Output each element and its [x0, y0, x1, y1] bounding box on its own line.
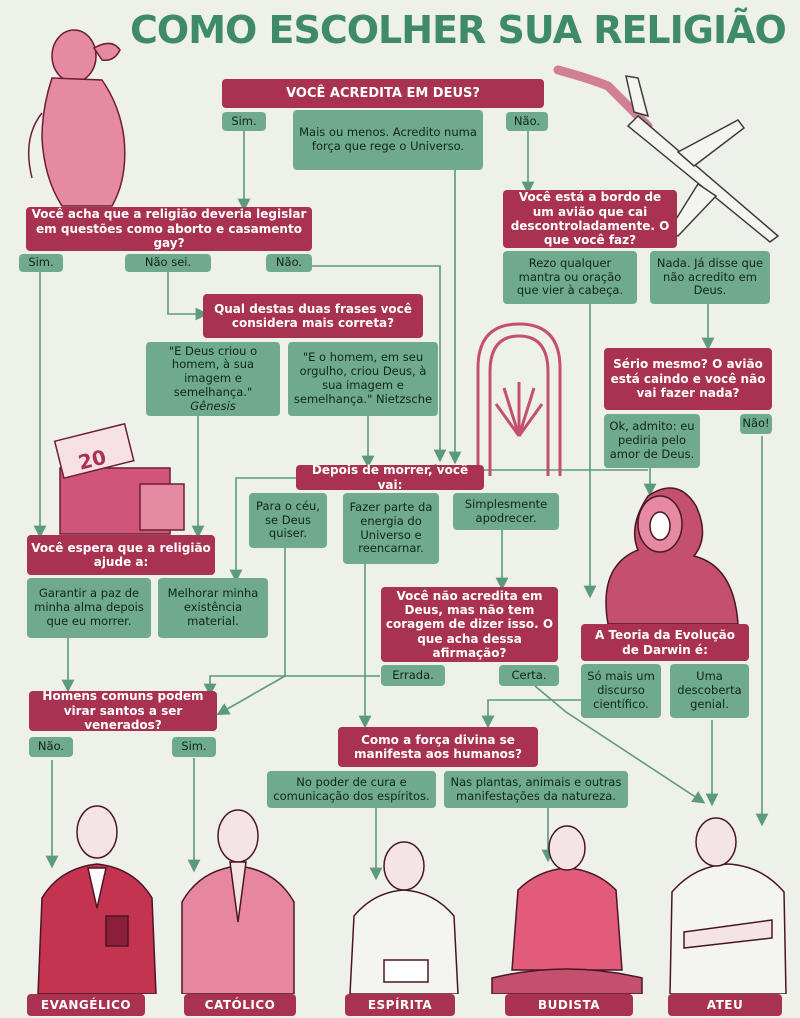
- answer-help-peace-of-soul[interactable]: Garantir a paz de minha alma depois que …: [27, 578, 151, 638]
- answer-plane-nothing[interactable]: Nada. Já disse que não acredito em Deus.: [650, 251, 770, 304]
- question-no-courage: Você não acredita em Deus, mas não tem c…: [381, 587, 558, 662]
- result-ateu: ATEU: [668, 994, 782, 1016]
- question-believe-in-god: VOCÊ ACREDITA EM DEUS?: [222, 79, 544, 108]
- answer-darwin-discourse[interactable]: Só mais um discurso científico.: [581, 664, 661, 718]
- answer-believe-no[interactable]: Não.: [506, 112, 548, 131]
- question-after-death: Depois de morrer, você vai:: [296, 463, 484, 492]
- answer-believe-more-or-less[interactable]: Mais ou menos. Acredito numa força que r…: [293, 110, 483, 170]
- result-evangelico: EVANGÉLICO: [27, 994, 145, 1016]
- answer-plane-pray[interactable]: Rezo qualquer mantra ou oração que vier …: [503, 251, 637, 304]
- question-religion-help: Você espera que a religião ajude a:: [27, 535, 215, 575]
- question-plane-falling: Você está a bordo de um avião que cai de…: [503, 190, 677, 248]
- phrase-genesis-source: Gênesis: [190, 398, 236, 413]
- question-saints: Homens comuns podem virar santos a ser v…: [29, 689, 217, 732]
- ateu-person-illustration: [669, 817, 787, 994]
- phrase-genesis-text: "E Deus criou o homem, à sua imagem e se…: [168, 343, 258, 399]
- money-label: 20: [76, 445, 109, 475]
- question-which-phrase: Qual destas duas frases você considera m…: [203, 294, 423, 338]
- money-register-illustration: 20: [53, 422, 185, 535]
- answer-death-rot[interactable]: Simplesmente apodrecer.: [453, 493, 559, 530]
- espirita-person-illustration: [349, 841, 459, 994]
- answer-legislate-dont-know[interactable]: Não sei.: [125, 254, 211, 272]
- question-darwin: A Teoria da Evolução de Darwin é:: [581, 624, 749, 661]
- answer-no-courage-right[interactable]: Certa.: [499, 665, 559, 686]
- question-seriously: Sério mesmo? O avião está caindo e você …: [604, 348, 772, 410]
- answer-darwin-genius[interactable]: Uma descoberta genial.: [670, 664, 749, 718]
- answer-divine-healing-spirits[interactable]: No poder de cura e comunicação dos espír…: [267, 771, 436, 808]
- arch-gate-illustration: [476, 322, 562, 476]
- evangelico-person-illustration: [37, 805, 157, 994]
- answer-legislate-no[interactable]: Não.: [266, 254, 312, 272]
- answer-saints-yes[interactable]: Sim.: [172, 737, 216, 757]
- page-title: COMO ESCOLHER SUA RELIGIÃO: [130, 8, 787, 52]
- answer-help-material[interactable]: Melhorar minha existência material.: [158, 578, 268, 638]
- answer-phrase-nietzsche[interactable]: "E o homem, em seu orgulho, criou Deus, …: [288, 342, 438, 416]
- result-catolico: CATÓLICO: [184, 994, 296, 1016]
- answer-saints-no[interactable]: Não.: [29, 737, 73, 757]
- catolico-person-illustration: [181, 809, 295, 994]
- monkey-illustration: [605, 487, 739, 625]
- answer-death-reincarnate[interactable]: Fazer parte da energia do Universo e ree…: [343, 493, 439, 564]
- answer-seriously-no[interactable]: Não!: [740, 414, 772, 434]
- pregnant-woman-illustration: [27, 29, 126, 207]
- answer-believe-yes[interactable]: Sim.: [222, 112, 266, 131]
- answer-no-courage-wrong[interactable]: Errada.: [381, 665, 445, 686]
- result-espirita: ESPÍRITA: [345, 994, 455, 1016]
- answer-legislate-yes[interactable]: Sim.: [19, 254, 63, 272]
- answer-divine-nature[interactable]: Nas plantas, animais e outras manifestaç…: [444, 771, 628, 808]
- answer-seriously-admit[interactable]: Ok, admito: eu pediria pelo amor de Deus…: [604, 414, 700, 468]
- result-budista: BUDISTA: [505, 994, 633, 1016]
- question-divine-force: Como a força divina se manifesta aos hum…: [338, 727, 538, 767]
- answer-death-heaven[interactable]: Para o céu, se Deus quiser.: [249, 493, 327, 548]
- question-religion-legislate: Você acha que a religião deveria legisla…: [26, 207, 312, 251]
- budista-person-illustration: [491, 825, 643, 994]
- answer-phrase-genesis[interactable]: "E Deus criou o homem, à sua imagem e se…: [146, 342, 280, 416]
